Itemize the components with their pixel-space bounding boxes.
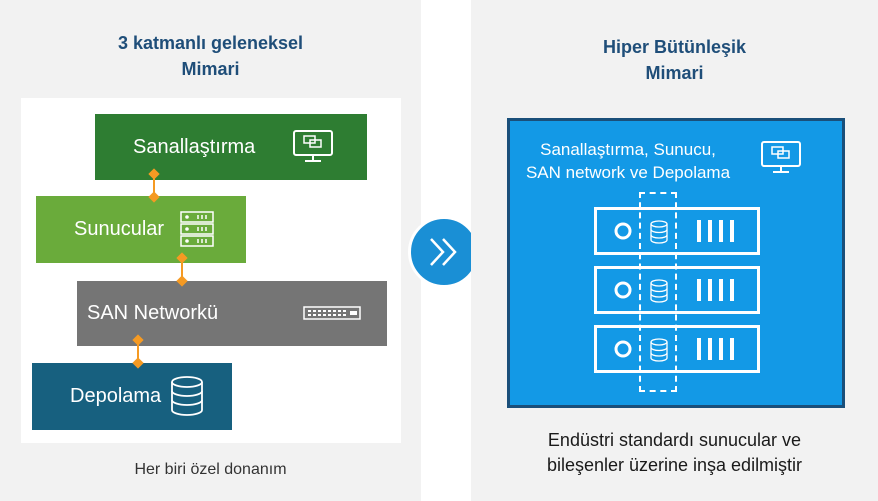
layer-storage-label: Depolama	[70, 385, 162, 407]
monitor-icon	[761, 141, 801, 173]
hci-server-node-1	[594, 207, 760, 255]
traditional-title-line1: 3 katmanlı geleneksel	[117, 33, 304, 53]
server-rack-icon	[180, 211, 214, 247]
hyperconverged-caption: Endüstri standardı sunucular ve bileşenl…	[471, 428, 878, 478]
traditional-caption: Her biri özel donanım	[134, 461, 287, 478]
layer-servers-label: Sunucular	[74, 218, 165, 240]
monitor-icon	[293, 130, 333, 162]
hci-server-node-3	[594, 325, 760, 373]
hyperconverged-architecture-title: Hiper Bütünleşik Mimari	[471, 34, 878, 86]
storage-pool-outline	[639, 192, 677, 392]
hyperconverged-title-line1: Hiper Bütünleşik	[602, 37, 747, 57]
server-node-icon	[614, 279, 734, 303]
network-switch-icon	[303, 306, 361, 320]
traditional-title-line2: Mimari	[181, 59, 240, 79]
layer-virtualization-label: Sanallaştırma	[133, 135, 256, 158]
server-node-icon	[614, 220, 734, 244]
hyperconverged-caption-line1: Endüstri standardı sunucular ve	[547, 430, 802, 450]
layer-san-network: SAN Networkü	[77, 281, 387, 346]
hyperconverged-caption-line2: bileşenler üzerine inşa edilmiştir	[546, 455, 803, 475]
chevron-double-right-icon	[430, 238, 457, 266]
layer-virtualization: Sanallaştırma	[95, 114, 367, 180]
hyperconverged-box-label: Sanallaştırma, Sunucu, SAN network ve De…	[510, 138, 746, 184]
traditional-architecture-title: 3 katmanlı geleneksel Mimari	[0, 30, 421, 82]
layer-storage: Depolama	[32, 363, 232, 430]
transition-arrow	[408, 216, 480, 288]
server-node-icon	[614, 338, 734, 362]
database-icon	[171, 376, 203, 416]
hyperconverged-box-label-line2: SAN network ve Depolama	[525, 163, 731, 182]
layer-servers: Sunucular	[36, 196, 246, 263]
hyperconverged-title-line2: Mimari	[645, 63, 704, 83]
hci-server-node-2	[594, 266, 760, 314]
layer-san-network-label: SAN Networkü	[87, 302, 219, 324]
hyperconverged-box-label-line1: Sanallaştırma, Sunucu,	[540, 140, 716, 159]
